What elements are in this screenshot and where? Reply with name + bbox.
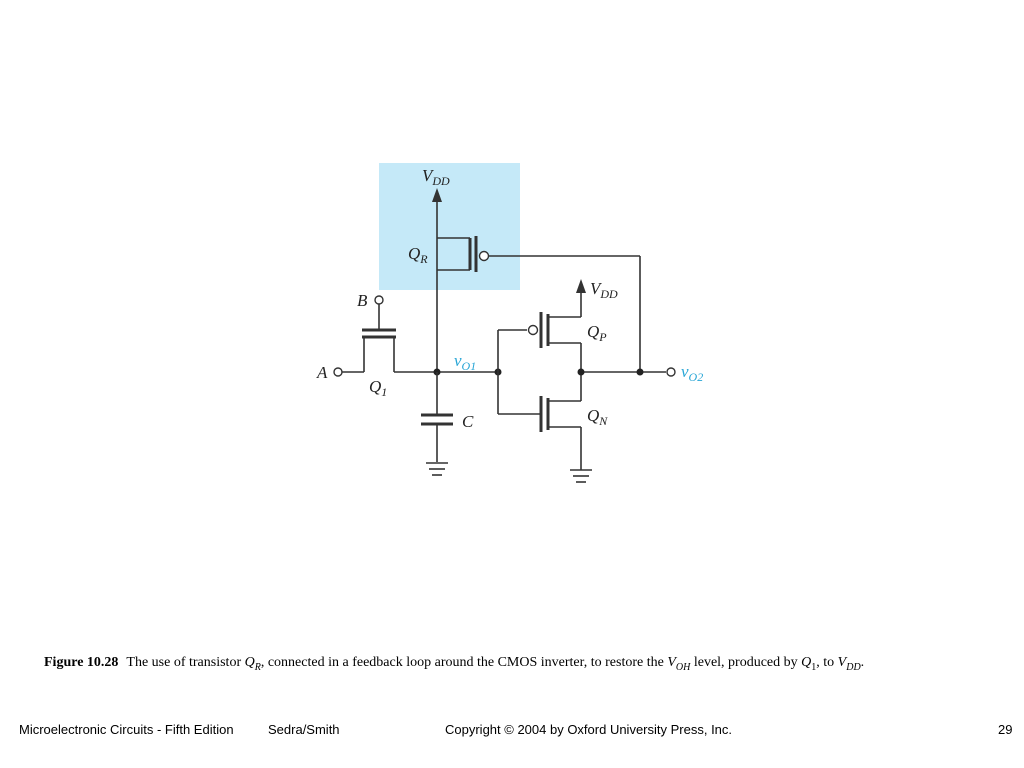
label-qr: QR bbox=[408, 244, 428, 266]
transistor-q1 bbox=[333, 295, 498, 377]
circuit-diagram: VDD QR B A Q1 vO1 C VDD QP QN vO2 bbox=[316, 163, 703, 483]
label-a-input: A bbox=[316, 363, 328, 382]
footer-copyright: Copyright © 2004 by Oxford University Pr… bbox=[445, 722, 733, 737]
slide-footer: Microelectronic Circuits - Fifth Edition… bbox=[0, 722, 1024, 742]
label-vo1: vO1 bbox=[454, 351, 476, 373]
transistor-qr bbox=[436, 236, 640, 372]
transistor-qp bbox=[527, 279, 586, 372]
caption-qr: Q bbox=[244, 655, 255, 670]
label-vdd-top: VDD bbox=[422, 166, 450, 188]
footer-authors: Sedra/Smith bbox=[268, 722, 340, 737]
label-b-input: B bbox=[357, 291, 368, 310]
label-capacitor: C bbox=[462, 412, 474, 431]
label-q1: Q1 bbox=[369, 377, 387, 399]
qr-highlight-box bbox=[379, 163, 520, 290]
vdd-top-supply bbox=[432, 188, 442, 238]
label-qn: QN bbox=[587, 406, 608, 428]
ground-icon bbox=[426, 462, 448, 476]
node-drain-dot bbox=[577, 368, 585, 376]
node-vo2-dot bbox=[636, 368, 644, 376]
label-vo2: vO2 bbox=[681, 362, 703, 384]
caption-text: The use of transistor bbox=[126, 655, 245, 670]
footer-page-number: 29 bbox=[998, 722, 1013, 737]
output-wiring bbox=[581, 256, 676, 377]
capacitor-c bbox=[421, 372, 453, 462]
inverter-gate-wiring bbox=[497, 329, 540, 415]
footer-book-title: Microelectronic Circuits - Fifth Edition bbox=[19, 722, 234, 737]
label-qp: QP bbox=[587, 322, 607, 344]
transistor-qn bbox=[539, 372, 582, 470]
ground-icon bbox=[570, 469, 592, 483]
label-vdd-right: VDD bbox=[590, 279, 618, 301]
figure-number: Figure 10.28 bbox=[44, 655, 119, 670]
